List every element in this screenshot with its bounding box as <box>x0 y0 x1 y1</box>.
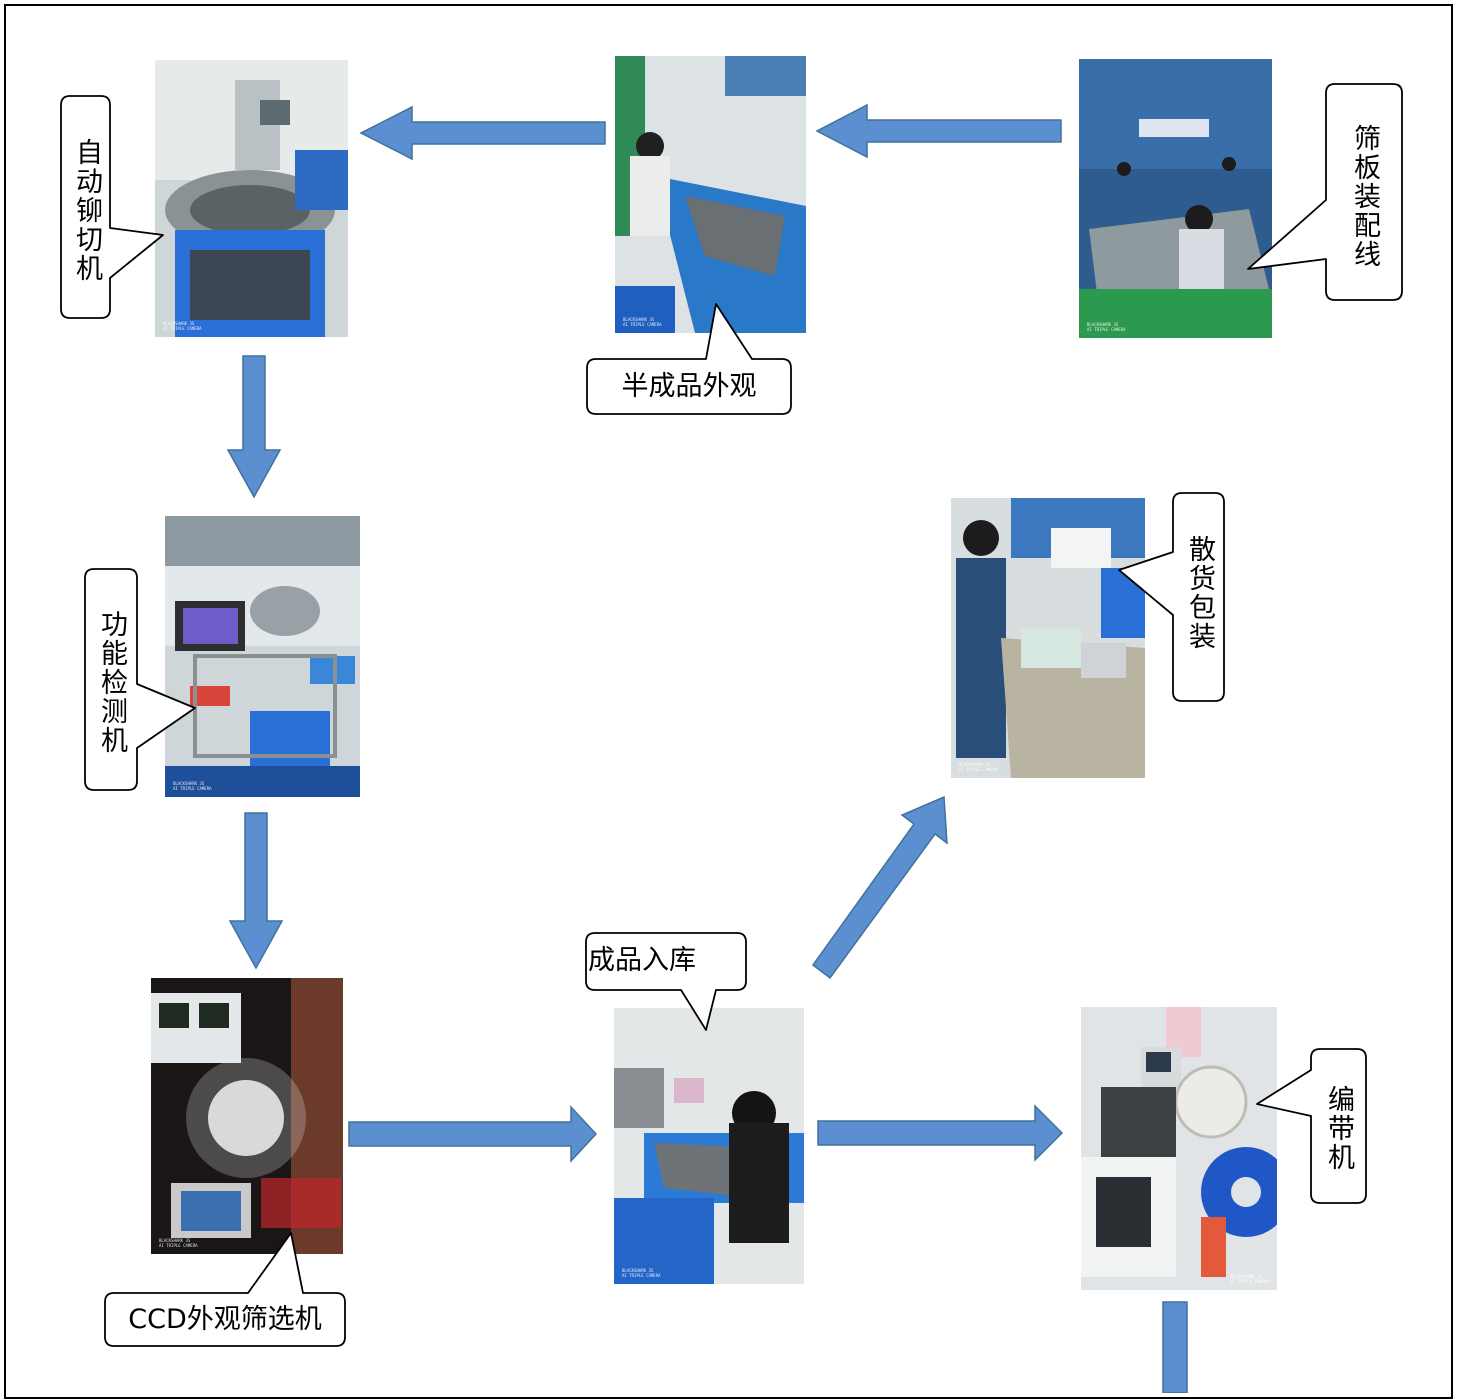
photo-watermark: BLACKSHARK 3S AI TRIPLE CAMERA <box>1087 322 1126 332</box>
label-warehouse: 成品入库 <box>588 945 696 976</box>
photo-watermark: BLACKSHARK 3S AI TRIPLE CAMERA <box>173 781 212 791</box>
photo-sieve-line: BLACKSHARK 3S AI TRIPLE CAMERA <box>1079 59 1272 338</box>
photo-watermark: BLACKSHARK 3S AI TRIPLE CAMERA <box>159 1238 198 1248</box>
photo-auto-rivet: BLACKSHARK 3S AI TRIPLE CAMERA <box>155 60 348 337</box>
label-semi-inspect: 半成品外观 <box>621 371 757 402</box>
label-auto-rivet: 自动铆切机 <box>71 137 102 283</box>
label-bulk-pack: 散货包装 <box>1184 535 1215 651</box>
label-taping: 编带机 <box>1323 1084 1354 1172</box>
label-sieve-line: 筛板装配线 <box>1349 123 1380 269</box>
photo-watermark: BLACKSHARK 3S AI TRIPLE CAMERA <box>1230 1274 1269 1284</box>
photo-semi-inspect: BLACKSHARK 3S AI TRIPLE CAMERA <box>615 56 806 333</box>
photo-taping: BLACKSHARK 3S AI TRIPLE CAMERA <box>1081 1007 1277 1290</box>
photo-watermark: BLACKSHARK 3S AI TRIPLE CAMERA <box>959 762 998 772</box>
label-ccd-screen: CCD外观筛选机 <box>128 1304 322 1335</box>
photo-watermark: BLACKSHARK 3S AI TRIPLE CAMERA <box>622 1268 661 1278</box>
photo-ccd-screen: BLACKSHARK 3S AI TRIPLE CAMERA <box>151 978 343 1254</box>
photo-warehouse: BLACKSHARK 3S AI TRIPLE CAMERA <box>614 1008 804 1284</box>
photo-bulk-pack: BLACKSHARK 3S AI TRIPLE CAMERA <box>951 498 1145 778</box>
photo-function-test: BLACKSHARK 3S AI TRIPLE CAMERA <box>165 516 360 797</box>
label-function-test: 功能检测机 <box>96 609 127 755</box>
photo-watermark: BLACKSHARK 3S AI TRIPLE CAMERA <box>623 317 662 327</box>
photo-watermark: BLACKSHARK 3S AI TRIPLE CAMERA <box>163 321 202 331</box>
